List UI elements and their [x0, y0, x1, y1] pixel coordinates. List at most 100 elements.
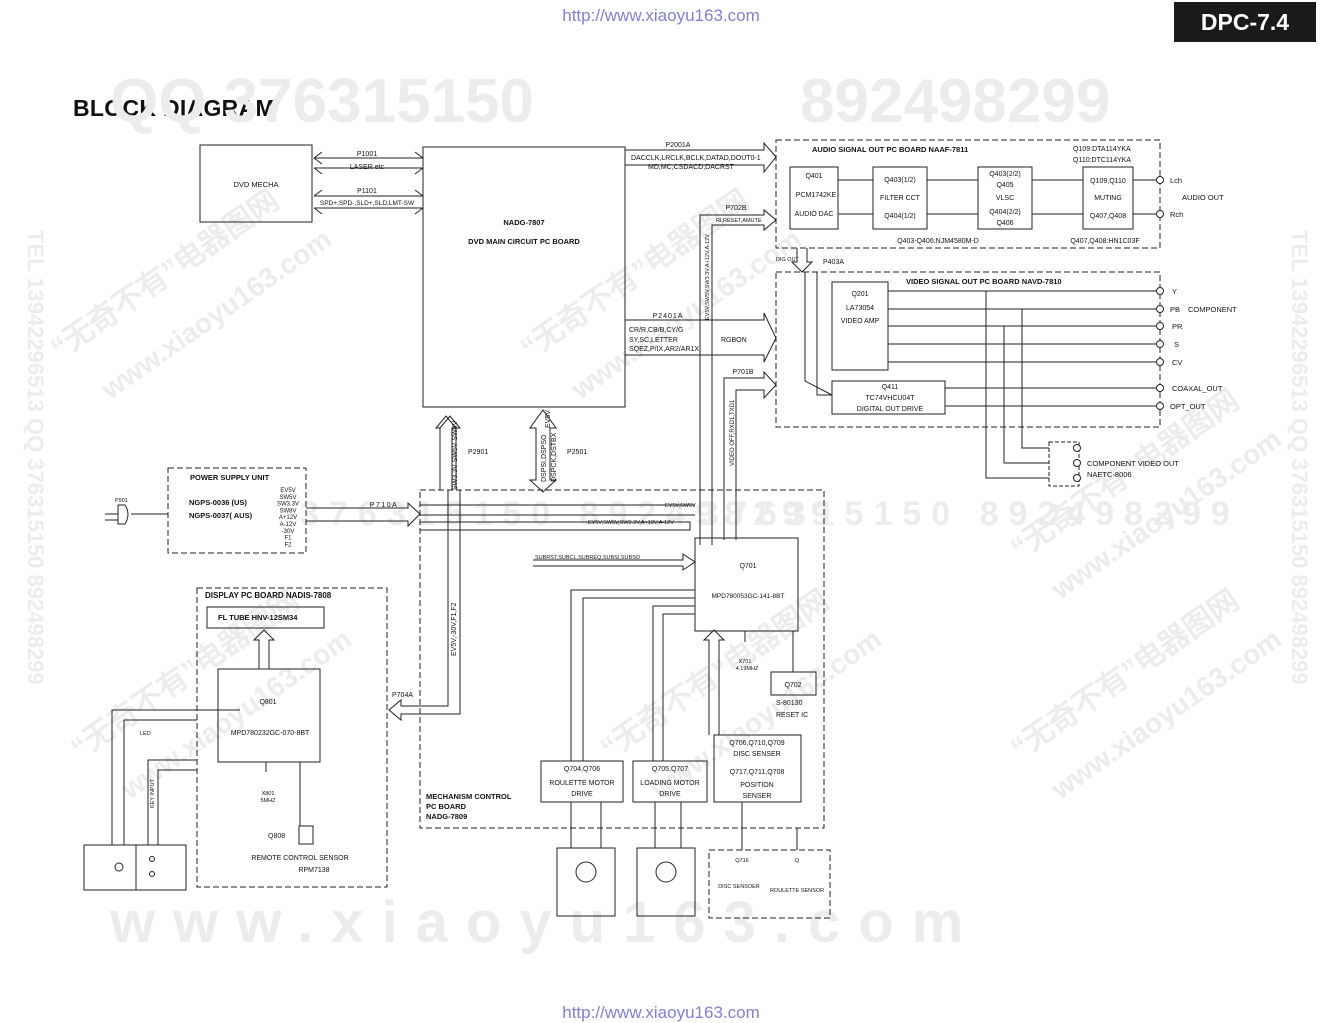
roulette-bus — [570, 589, 695, 761]
audio-note-q109: Q109:DTA114YKA — [1073, 146, 1131, 153]
p710a-label: P710A — [370, 502, 399, 509]
x701-freq-label: 4.19MHZ — [736, 666, 759, 672]
vlabel-ev5v-sw: EV5V,SW5V,SW3.3V,A+12V,A-12V — [705, 234, 711, 320]
source-url-bottom[interactable]: http://www.xiaoyu163.com — [562, 1003, 760, 1022]
q801-ic-label: MPD780232GC-070-8BT — [231, 730, 310, 737]
p403a-arrow — [790, 248, 814, 273]
vlsc-box — [977, 166, 1033, 230]
mech-name-1: MECHANISM CONTROL — [426, 792, 512, 801]
main-board-box — [422, 146, 626, 408]
display-board-box — [196, 587, 388, 888]
power-title: POWER SUPPLY UNIT — [190, 473, 270, 482]
power-rail-item: F2 — [284, 542, 292, 548]
vlsc-q2-label: Q405 — [996, 182, 1013, 189]
mech-name-3: NADG-7809 — [426, 812, 467, 821]
position-label: POSITION — [740, 782, 773, 789]
p1001-label: P1001 — [357, 151, 377, 158]
q401-label: Q401 — [805, 173, 822, 180]
audio-note-njm: Q403-Q406:NJM4580M-D — [897, 238, 979, 245]
disc-sensor-label: DISC SENSOER — [718, 884, 760, 890]
main-board-name: NADG-7807 — [503, 218, 544, 227]
display-board-title: DISPLAY PC BOARD NADIS-7808 — [205, 591, 332, 600]
power-rail-item: SW8V — [279, 508, 296, 514]
digital-out-box — [831, 380, 946, 415]
audio-signal-lines — [838, 179, 1160, 215]
p1101-label: P1101 — [357, 188, 377, 195]
loading-drive-label: DRIVE — [659, 791, 681, 798]
audio-dac-box — [789, 166, 839, 230]
vlabel-dsp: DSPSI,DSPSO — [541, 434, 548, 482]
p2401a-label: P2401A — [653, 313, 684, 320]
key-contact-icon-2 — [149, 871, 155, 877]
loading-motor-box — [636, 847, 696, 917]
vlabel-ev5v-f1f2: EV5V,-30V,F1,F2 — [451, 602, 458, 656]
p701b-arrow — [723, 370, 777, 540]
loading-motor-icon — [655, 861, 677, 883]
p710a-arrow — [306, 501, 421, 528]
vlsc-q1-label: Q403(2/2) — [989, 171, 1021, 178]
p702b-arrow — [699, 208, 777, 545]
filter-q2-label: Q404(1/2) — [884, 213, 916, 220]
p2501-label: P2501 — [567, 449, 587, 456]
p2401a-arrow — [625, 312, 777, 363]
p1101-bus — [314, 195, 423, 209]
rgbon-label: RGBON — [721, 337, 747, 344]
digital-out-label: DIGITAL OUT DRIVE — [857, 406, 924, 413]
key-contact-icon — [149, 856, 155, 862]
dvd-mecha-box — [199, 144, 313, 223]
reset-ic-label: RESET IC — [776, 712, 808, 719]
p2001a-arrow — [625, 141, 777, 174]
sensor-box — [708, 849, 831, 919]
pcm-label: PCM1742KE — [796, 192, 837, 199]
p1001-bus — [314, 157, 423, 169]
fl-tube-label: FL TUBE HNV-12SM34 — [218, 613, 298, 622]
q-label: Q — [795, 858, 800, 864]
audio-note-q110: Q110:DTC114YKA — [1073, 157, 1131, 164]
watermark-www: www.xiaoyu163.com — [109, 890, 981, 955]
vlabel-video-off: VIDEO OFF,RXD1,TXD1 — [730, 399, 736, 466]
main-board-desc: DVD MAIN CIRCUIT PC BOARD — [468, 237, 580, 246]
ev5v-bus-2 — [420, 521, 691, 531]
page-title: BLOCK DIAGRAM — [73, 95, 275, 121]
p2001a-label: P2001A — [666, 142, 691, 149]
power-rail-item: EV5V — [280, 488, 295, 494]
naetc-label: NAETC-8006 — [1087, 470, 1132, 479]
fl-tube-arrow — [252, 629, 276, 669]
power-rail-item: SW5V — [279, 495, 296, 501]
muting-label: MUTING — [1094, 195, 1122, 202]
power-rail-item: A+12V — [279, 515, 297, 521]
watermark-tel-right: TEL 13942296513 QQ 376315150 892498299 — [1287, 230, 1312, 685]
output-jacks — [1073, 176, 1164, 482]
loading-drive-box — [632, 760, 708, 803]
ev5v-bus — [420, 504, 695, 516]
p403a-label: P403A — [823, 259, 844, 266]
video-amp-label: VIDEO AMP — [841, 318, 880, 325]
power-rail-item: A-12V — [280, 522, 297, 528]
x701-label: X701 — [739, 659, 752, 665]
audio-out-label: AUDIO OUT — [1182, 193, 1224, 202]
audio-board-title: AUDIO SIGNAL OUT PC BOARD NAAF-7811 — [812, 145, 968, 154]
vlsc-q3-label: Q404(2/2) — [989, 209, 1021, 216]
roulette-motor-icon — [575, 861, 597, 883]
led-label: LED — [140, 731, 151, 737]
dig-out-path — [804, 272, 833, 396]
filter-label: FILTER CCT — [880, 195, 921, 202]
component-label: COMPONENT — [1188, 305, 1237, 314]
roulette-sensor-label: ROULETTE SENSOR — [770, 888, 824, 894]
opt-label: OPT_OUT — [1170, 402, 1206, 411]
mech-board-box — [419, 489, 825, 829]
la73054-label: LA73054 — [846, 305, 874, 312]
rpm7138-label: RPM7138 — [298, 867, 329, 874]
source-url-top[interactable]: http://www.xiaoyu163.com — [562, 6, 760, 25]
p2901-arrow — [434, 415, 462, 490]
audio-note-hn: Q407,Q408:HN1C03F — [1070, 238, 1139, 245]
power-model-aus: NGPS-0037( AUS) — [189, 511, 253, 520]
muting-box — [1082, 166, 1134, 230]
roulette-drive-box — [540, 760, 624, 803]
pr-label: PR — [1172, 322, 1183, 331]
disc-senser-label: DISC SENSER — [733, 751, 780, 758]
roulette-q-label: Q704,Q706 — [564, 766, 600, 773]
rch-label: Rch — [1170, 210, 1183, 219]
